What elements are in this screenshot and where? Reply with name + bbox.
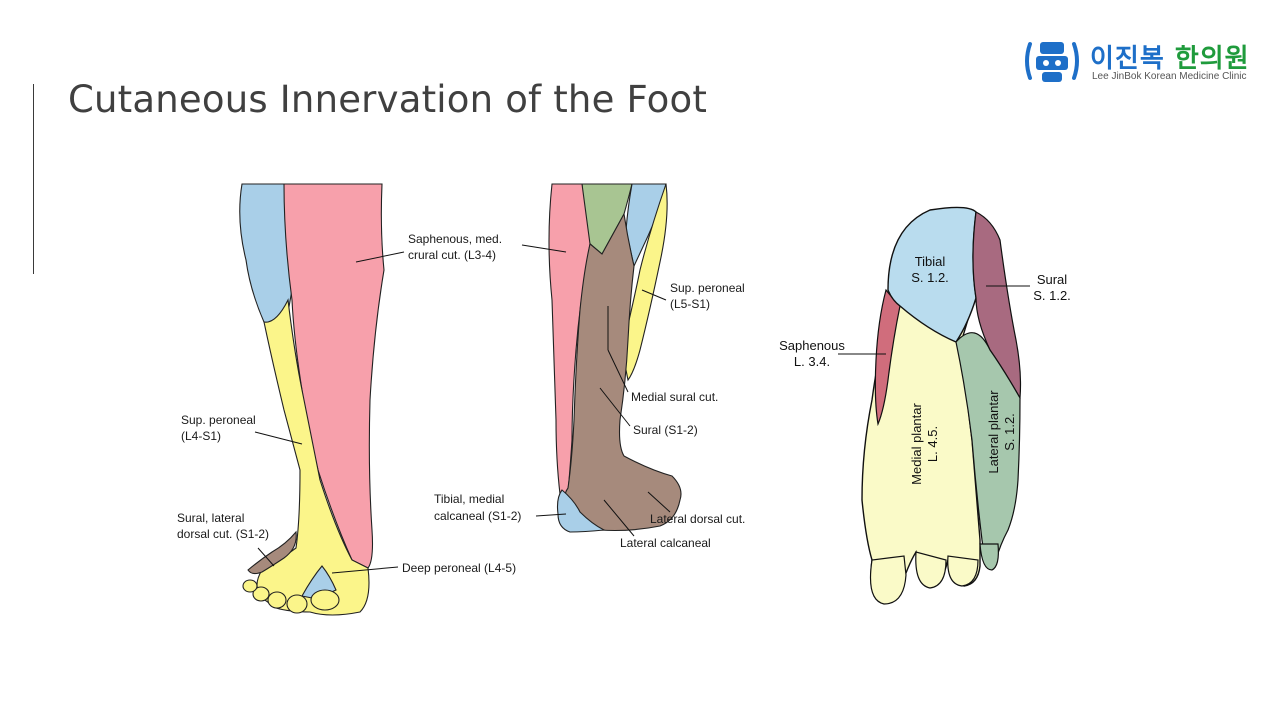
posterior-medial-sural-leader-2 — [607, 349, 629, 393]
plantar-toe-4 — [979, 543, 999, 571]
posterior-tibial-label-1: Tibial, medial — [434, 492, 504, 506]
plantar-tibial-label-2: S. 1.2. — [911, 270, 949, 285]
posterior-sup-peroneal-region — [621, 183, 668, 382]
accent-bar — [33, 84, 34, 274]
anterior-toe-4 — [252, 586, 270, 602]
anterior-sup-peroneal-label-2: (L4-S1) — [181, 429, 221, 443]
slide-title: Cutaneous Innervation of the Foot — [68, 78, 708, 121]
posterior-sup-peroneal-label-2: (L5-S1) — [670, 297, 710, 311]
plantar-lateral-plantar-label-1: Lateral plantar — [986, 390, 1001, 474]
anterior-saphenous-leader — [355, 251, 405, 263]
anterior-sural-region — [247, 530, 297, 575]
plantar-saphenous-label-2: L. 3.4. — [794, 354, 830, 369]
posterior-lateral-dorsal-leader — [647, 491, 671, 513]
posterior-sural-region — [563, 212, 682, 532]
clinic-logo: 이진복 한의원 Lee JinBok Korean Medicine Clini… — [1022, 36, 1272, 86]
logo-korean-part2: 한의원 — [1174, 44, 1250, 74]
posterior-saphenous-leader — [521, 244, 567, 253]
plantar-tibial-label-1: Tibial — [915, 254, 946, 269]
anterior-toe-5 — [242, 579, 258, 593]
plantar-foot-view: Tibial S. 1.2. Sural S. 1.2. Saphenous L… — [779, 206, 1071, 605]
plantar-saphenous-label-1: Saphenous — [779, 338, 845, 353]
posterior-tibial-calcaneal-region — [556, 489, 606, 533]
plantar-toe-3 — [947, 555, 979, 587]
plantar-medial-plantar-label-1: Medial plantar — [909, 403, 924, 485]
plantar-sural-label-2: S. 1.2. — [1033, 288, 1071, 303]
posterior-medial-sural-label: Medial sural cut. — [631, 390, 718, 404]
plantar-sural-label-1: Sural — [1037, 272, 1067, 287]
posterior-lateral-calcaneal-leader — [603, 499, 635, 537]
clinic-logo-icon — [1025, 42, 1079, 82]
posterior-sural-label: Sural (S1-2) — [633, 423, 698, 437]
plantar-lateral-plantar-label-2: S. 1.2. — [1002, 413, 1017, 451]
anterior-sural-leader — [257, 547, 275, 567]
logo-korean-name: 이진복 한의원 — [1090, 38, 1250, 75]
posterior-leg-view: Sup. peroneal (L5-S1) Medial sural cut. … — [434, 183, 745, 550]
anterior-sup-peroneal-label-1: Sup. peroneal — [181, 413, 256, 427]
anterior-sural-label-1: Sural, lateral — [177, 511, 244, 525]
anterior-toe-2 — [286, 594, 308, 614]
posterior-lateral-calcaneal-label: Lateral calcaneal — [620, 536, 711, 550]
anterior-toe-1 — [310, 589, 340, 611]
plantar-medial-plantar-label-2: L. 4.5. — [925, 426, 940, 462]
posterior-sural-leader — [599, 387, 631, 427]
plantar-toe-2 — [915, 551, 947, 589]
posterior-sup-peroneal-leader — [641, 289, 667, 301]
anterior-saphenous-label-1: Saphenous, med. — [408, 232, 502, 246]
anterior-deep-peroneal-leader — [331, 566, 399, 574]
logo-korean-part1: 이진복 — [1090, 44, 1165, 74]
plantar-toe-big — [869, 555, 907, 605]
anterior-saphenous-label-2: crural cut. (L3-4) — [408, 248, 496, 262]
logo-english-name: Lee JinBok Korean Medicine Clinic — [1092, 71, 1247, 82]
anterior-deep-peroneal-label: Deep peroneal (L4-5) — [402, 561, 516, 575]
anterior-leg-view: Saphenous, med. crural cut. (L3-4) Sup. … — [177, 183, 516, 616]
anterior-sup-peroneal-leader — [254, 431, 303, 445]
posterior-tibial-label-2: calcaneal (S1-2) — [434, 509, 521, 523]
posterior-sup-peroneal-label-1: Sup. peroneal — [670, 281, 745, 295]
anterior-sural-label-2: dorsal cut. (S1-2) — [177, 527, 269, 541]
posterior-tibial-leader — [535, 513, 567, 517]
plantar-lateral-plantar-region — [955, 332, 1021, 568]
posterior-lateral-dorsal-label: Lateral dorsal cut. — [650, 512, 745, 526]
anterior-toe-3 — [267, 591, 287, 609]
